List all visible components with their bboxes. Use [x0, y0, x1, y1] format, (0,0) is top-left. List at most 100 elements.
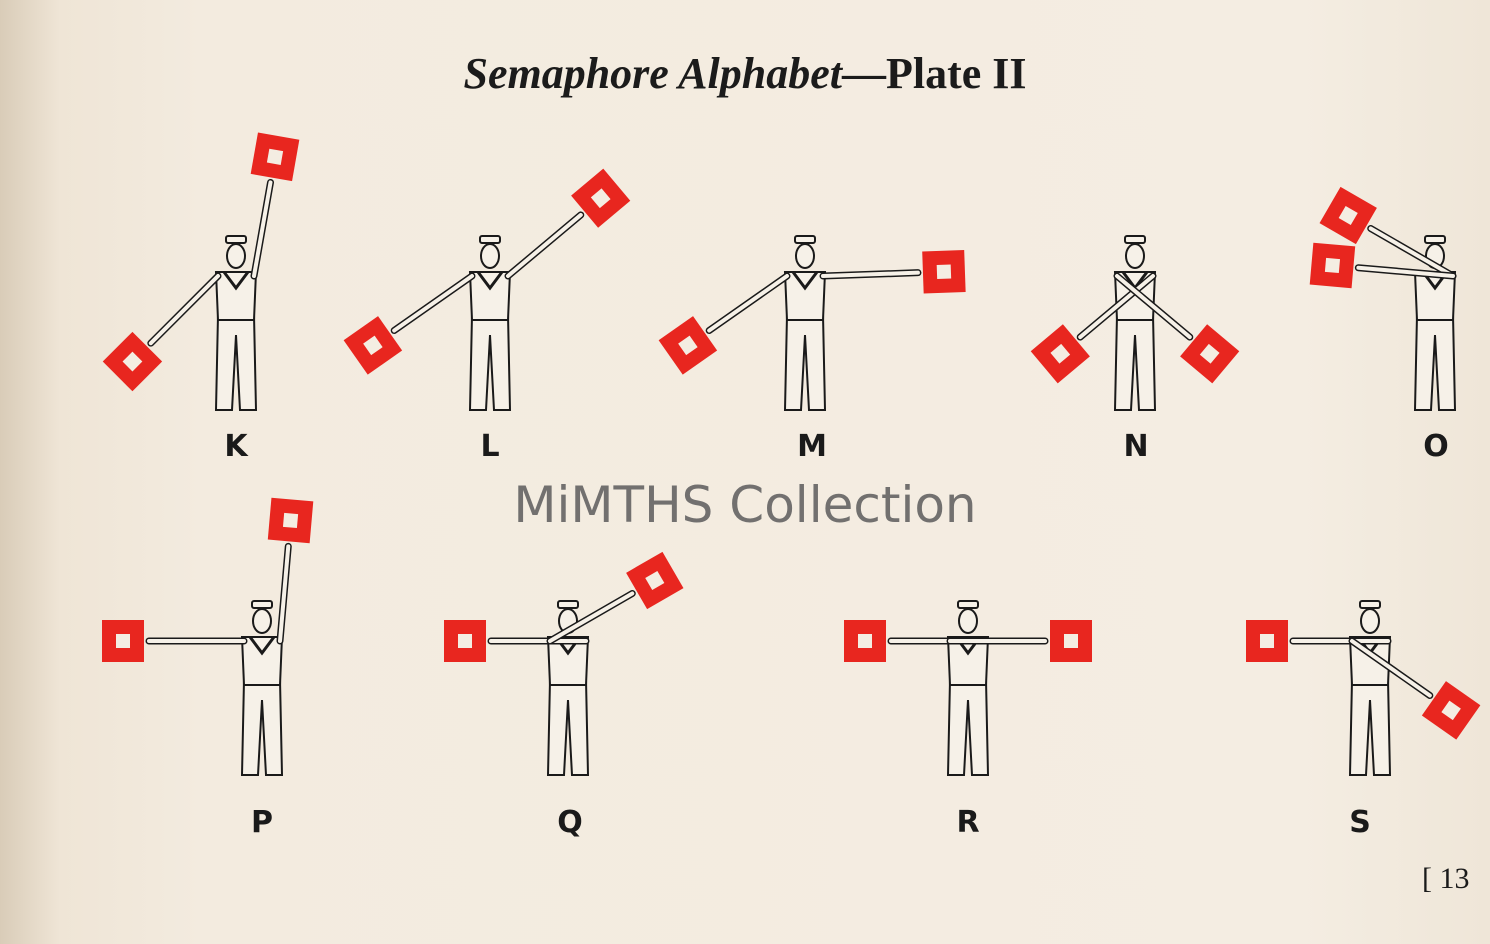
- sailor-arm-fill: [548, 591, 635, 643]
- semaphore-flag: [102, 620, 144, 662]
- semaphore-flag: [267, 497, 314, 544]
- sailor-figure: [658, 235, 966, 411]
- sailor-cap: [1359, 600, 1381, 609]
- flag-white-center: [282, 512, 299, 529]
- sailor-arm-fill: [392, 274, 474, 333]
- sailor-neckerchief: [248, 636, 276, 656]
- sailor-trousers: [468, 314, 512, 411]
- sailor-torso: [783, 271, 827, 321]
- sailor-arm-fill: [252, 180, 273, 278]
- sailor-neckerchief: [222, 271, 250, 291]
- sailor-torso: [946, 636, 990, 686]
- flag-white-center: [1260, 634, 1274, 648]
- sailor-trousers: [240, 679, 284, 776]
- semaphore-flag: [1246, 620, 1288, 662]
- semaphore-flag: [1030, 324, 1090, 384]
- sailor-head: [958, 608, 978, 634]
- semaphore-flag: [1421, 681, 1481, 740]
- semaphore-flag: [1319, 186, 1377, 245]
- flag-white-center: [590, 188, 611, 209]
- flag-white-center: [1064, 634, 1078, 648]
- sailor-figure: [343, 168, 631, 411]
- sailor-cap: [251, 600, 273, 609]
- flag-white-center: [363, 335, 383, 356]
- sailor-trousers: [1348, 679, 1392, 776]
- watermark: MiMTHS Collection: [513, 476, 977, 534]
- flag-white-center: [1050, 343, 1071, 364]
- sailor-trousers: [783, 314, 827, 411]
- sailor-cap: [557, 600, 579, 609]
- letter-label: K: [224, 429, 248, 464]
- semaphore-flag: [571, 168, 631, 228]
- sailor-figure: [444, 551, 684, 776]
- sailor-cap: [1424, 235, 1446, 244]
- semaphore-flag: [1050, 620, 1092, 662]
- flag-white-center: [1199, 343, 1220, 364]
- letter-label: N: [1123, 429, 1149, 464]
- sailor-head: [252, 608, 272, 634]
- sailor-torso: [546, 636, 590, 686]
- semaphore-flag: [1180, 324, 1240, 384]
- sailor-figure: [102, 132, 300, 411]
- flag-white-center: [858, 634, 872, 648]
- semaphore-flag: [250, 132, 300, 182]
- title-dash: —: [841, 49, 886, 98]
- letter-label: S: [1349, 805, 1371, 840]
- semaphore-flag: [444, 620, 486, 662]
- letter-label: M: [797, 429, 827, 464]
- flag-white-center: [122, 351, 143, 372]
- sailor-trousers: [546, 679, 590, 776]
- sailor-arm-fill: [707, 274, 789, 333]
- letter-label: L: [480, 429, 500, 464]
- sailor-cap: [479, 235, 501, 244]
- semaphore-flag: [844, 620, 886, 662]
- sailor-torso: [214, 271, 258, 321]
- sailor-trousers: [214, 314, 258, 411]
- title-plate: Plate II: [885, 49, 1027, 98]
- sailor-arm-fill: [1356, 265, 1455, 278]
- flag-white-center: [1324, 257, 1341, 274]
- flag-white-center: [458, 634, 472, 648]
- sailor-arm-fill: [1078, 274, 1155, 340]
- sailor-arm-fill: [1368, 226, 1455, 278]
- sailor-head: [226, 243, 246, 269]
- page-number: [ 13: [1422, 862, 1470, 895]
- sailor-cap: [225, 235, 247, 244]
- flag-white-center: [936, 264, 952, 280]
- semaphore-flag: [343, 316, 403, 375]
- sailor-figure: [1309, 186, 1457, 411]
- page-title: Semaphore Alphabet—Plate II: [0, 48, 1490, 99]
- sailor-neckerchief: [476, 271, 504, 291]
- sailor-figure: [102, 497, 314, 776]
- semaphore-flag: [922, 250, 966, 294]
- sailor-figure: [1246, 600, 1481, 776]
- sailor-trousers: [946, 679, 990, 776]
- flag-white-center: [116, 634, 130, 648]
- sailor-cap: [1124, 235, 1146, 244]
- flag-white-center: [645, 570, 665, 591]
- letter-label: Q: [557, 805, 583, 840]
- sailor-arm-fill: [278, 544, 291, 643]
- sailor-arm-fill: [1350, 639, 1432, 698]
- sailor-arm-fill: [1115, 274, 1192, 340]
- sailor-torso: [1413, 271, 1457, 321]
- letter-label: O: [1423, 429, 1449, 464]
- flag-white-center: [266, 148, 284, 165]
- sailor-head: [480, 243, 500, 269]
- sailor-head: [1360, 608, 1380, 634]
- sailor-cap: [794, 235, 816, 244]
- sailor-figure: [1030, 235, 1240, 411]
- sailor-neckerchief: [791, 271, 819, 291]
- flag-white-center: [1441, 700, 1461, 721]
- sailor-torso: [240, 636, 284, 686]
- sailor-trousers: [1413, 314, 1457, 411]
- sailor-arm-fill: [148, 274, 220, 346]
- sailor-cap: [957, 600, 979, 609]
- letter-label: R: [956, 805, 980, 840]
- sailor-arm-fill: [506, 212, 583, 278]
- semaphore-flag: [1309, 242, 1356, 289]
- sailor-torso: [468, 271, 512, 321]
- sailor-head: [1125, 243, 1145, 269]
- flag-white-center: [1338, 205, 1358, 226]
